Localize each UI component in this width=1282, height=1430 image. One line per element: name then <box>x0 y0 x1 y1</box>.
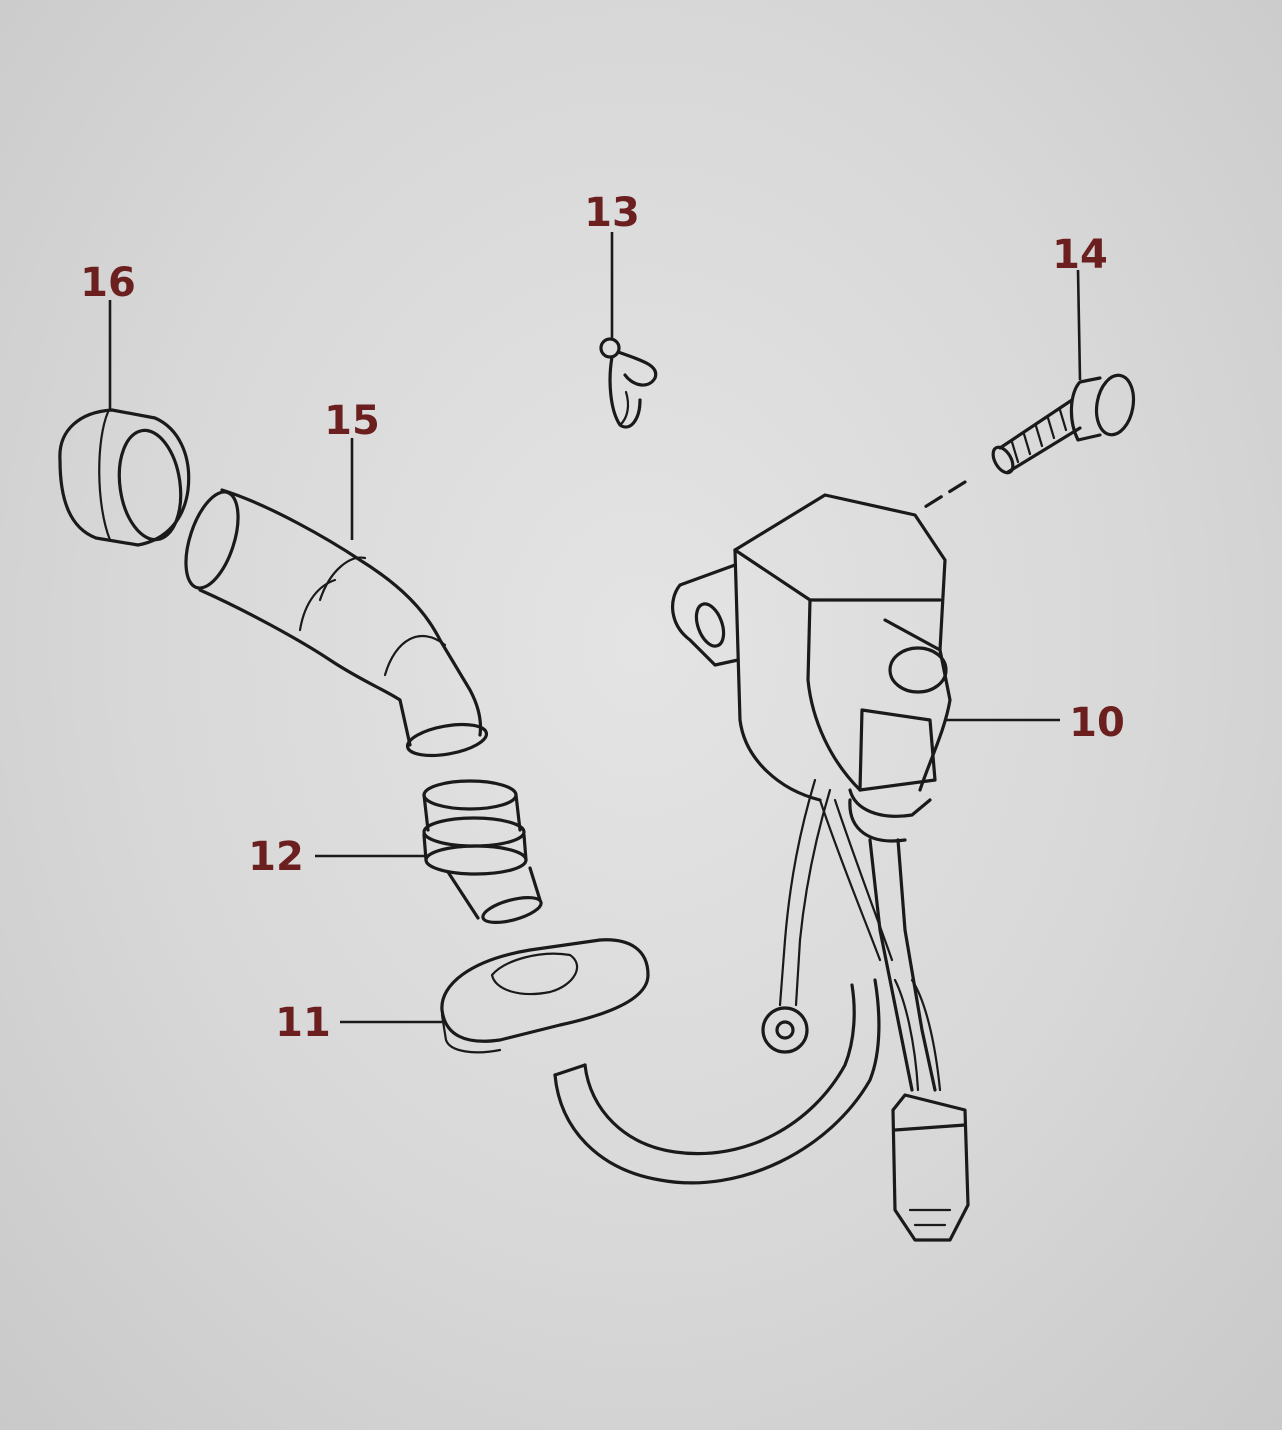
callout-10: 10 <box>1069 700 1125 746</box>
callout-11: 11 <box>275 1000 331 1046</box>
part-13-clip <box>599 337 658 429</box>
callout-12: 12 <box>248 834 304 880</box>
part-11-grommet <box>440 938 650 1054</box>
callout-15: 15 <box>324 398 380 444</box>
part-14-screw <box>918 373 1136 512</box>
part-15-angled-tube <box>184 488 489 758</box>
callout-14: 14 <box>1052 232 1108 278</box>
callout-13: 13 <box>584 190 640 236</box>
leader-lines <box>108 232 1082 1024</box>
part-12-fitting <box>422 779 543 924</box>
part-10-switch-assembly <box>553 493 970 1242</box>
part-16-cap <box>58 408 191 547</box>
callout-16: 16 <box>80 260 136 306</box>
